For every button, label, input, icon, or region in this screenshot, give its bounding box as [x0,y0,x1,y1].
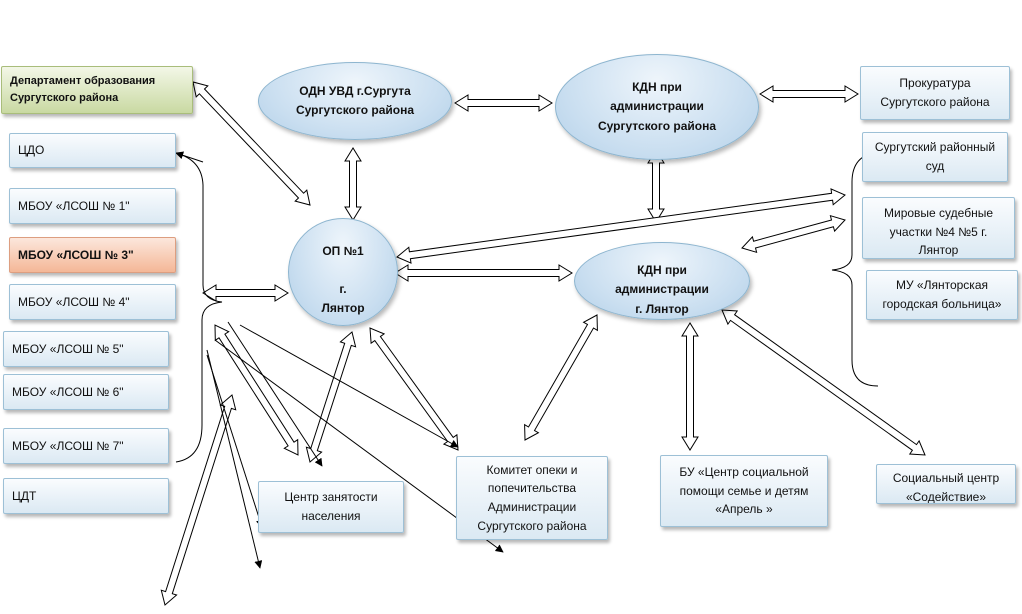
double-arrow-kdnlyantor-magistrates [741,214,846,254]
node-mbou-6: МБОУ «ЛСОШ № 6" [3,374,169,410]
node-guardianship: Комитет опеки и попечительства Администр… [456,456,608,540]
double-arrow-dept-op1 [192,81,311,206]
line-to-guardianship-bottom [214,339,504,553]
node-mbou-1: МБОУ «ЛСОШ № 1" [9,188,176,224]
double-arrow-guardianship-kdnlyantor [524,314,598,441]
node-odn-uvd: ОДН УВД г.Сургута Сургутского района [258,62,452,140]
double-arrow-op1-court [396,188,846,264]
node-social-center: Социальный центр «Содействие» [876,464,1016,504]
double-arrow-op1-employment [305,331,357,463]
node-district-court: Сургутский районный суд [862,132,1008,182]
bracket-right-courts [831,151,879,387]
double-arrow-kdnlyantor-april [681,322,699,451]
node-magistrates: Мировые судебные участки №4 №5 г. Лянтор [862,197,1015,259]
double-arrow-odn-op1 [344,147,362,221]
node-mbou-5: МБОУ «ЛСОШ № 5" [3,331,169,367]
double-arrow-kdn-prosecutor [759,85,859,103]
double-arrow-kdn-kdnlyantor [647,149,665,223]
node-april-center: БУ «Центр социальной помощи семье и детя… [660,455,828,527]
double-arrow-employment-bottom [160,394,237,606]
double-arrow-odn-kdn [454,94,553,112]
node-cdo: ЦДО [9,133,176,168]
double-arrow-op1-kdnlyantor [394,264,573,282]
line-group [175,151,879,569]
double-arrow-schools-op1 [202,284,289,302]
node-mbou-3: МБОУ «ЛСОШ № 3" [9,237,176,273]
node-mbou-4: МБОУ «ЛСОШ № 4" [9,284,176,320]
double-arrow-op1-guardianship [369,327,459,451]
node-hospital: МУ «Лянторская городская больница» [866,270,1018,320]
line-to-employment-2 [206,354,264,528]
line-cdo-arrow [175,151,204,163]
double-arrow-kdnlyantor-social [721,309,926,456]
node-kdn-lyantor: КДН при администрации г. Лянтор [574,242,750,320]
node-dept-education: Департамент образования Сургутского райо… [1,66,193,114]
double-arrow-schools-employment [214,324,299,456]
node-cdt: ЦДТ [3,478,169,514]
line-down-left [206,349,263,569]
node-employment: Центр занятости населения [258,481,404,533]
bracket-left-schools [175,152,223,463]
line-to-guardianship-top [239,324,459,448]
line-to-employment-1 [227,321,323,467]
double-arrow-group [160,81,926,606]
node-prosecutor: Прокуратура Сургутского района [860,66,1010,120]
node-mbou-7: МБОУ «ЛСОШ № 7" [3,428,169,464]
node-kdn-district: КДН при администрации Сургутского района [555,54,759,160]
node-op1: ОП №1 г. Лянтор [288,218,398,326]
